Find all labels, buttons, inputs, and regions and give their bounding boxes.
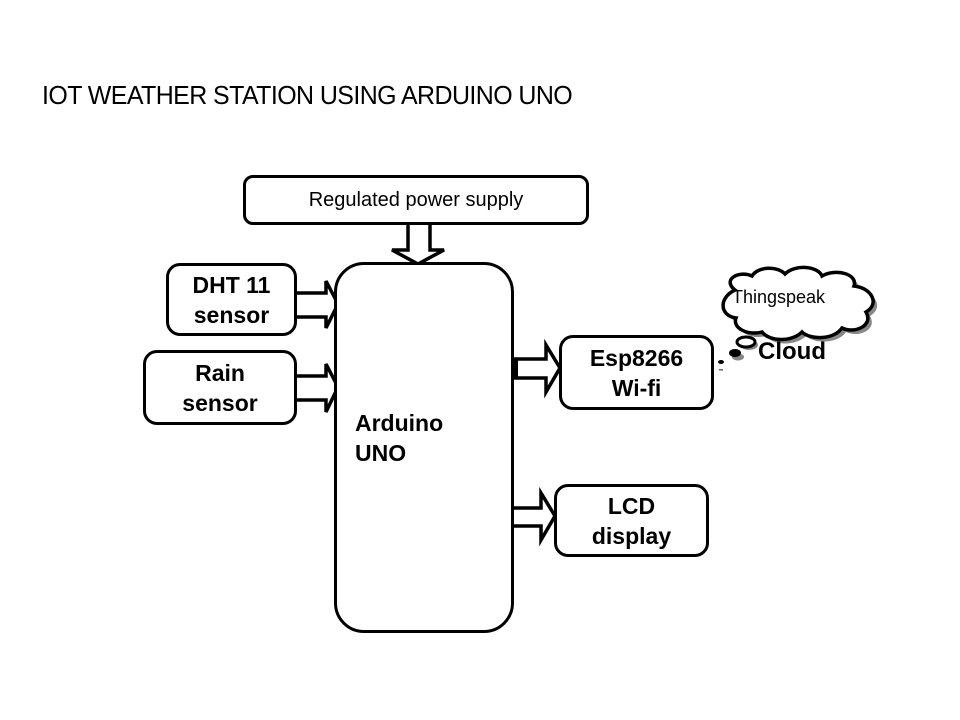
arrow-power-to-arduino — [391, 225, 445, 266]
esp8266-wifi-block: Esp8266 Wi-fi — [559, 335, 714, 410]
esp-label-line1: Esp8266 — [589, 344, 684, 371]
diagram-title: IOT WEATHER STATION USING ARDUINO UNO — [42, 80, 573, 110]
esp-label-line2: Wi-fi — [611, 374, 662, 401]
lcd-label-line2: display — [591, 522, 672, 549]
rain-label-line1: Rain — [195, 359, 245, 386]
dht11-sensor-block: DHT 11 sensor — [166, 263, 297, 336]
dht11-label-line2: sensor — [193, 301, 270, 328]
lcd-display-block: LCD display — [554, 484, 709, 557]
arduino-label-line1: Arduino — [355, 410, 444, 436]
arduino-label-line2: UNO — [355, 440, 407, 466]
arduino-uno-block: Arduino UNO — [334, 262, 514, 633]
arrow-arduino-to-lcd — [514, 486, 558, 547]
rain-label-line2: sensor — [182, 389, 258, 416]
arrow-dht-to-arduino — [297, 280, 340, 329]
regulated-power-supply-label: Regulated power supply — [308, 188, 524, 211]
arrow-arduino-to-esp — [514, 338, 563, 399]
arrow-rain-to-arduino — [297, 363, 340, 413]
cloud-label: Cloud — [758, 338, 826, 365]
dht11-label-line1: DHT 11 — [192, 271, 271, 298]
lcd-label-line1: LCD — [607, 492, 656, 519]
rain-sensor-block: Rain sensor — [143, 350, 297, 425]
regulated-power-supply-block: Regulated power supply — [243, 175, 589, 225]
thingspeak-label: Thingspeak — [732, 287, 826, 307]
